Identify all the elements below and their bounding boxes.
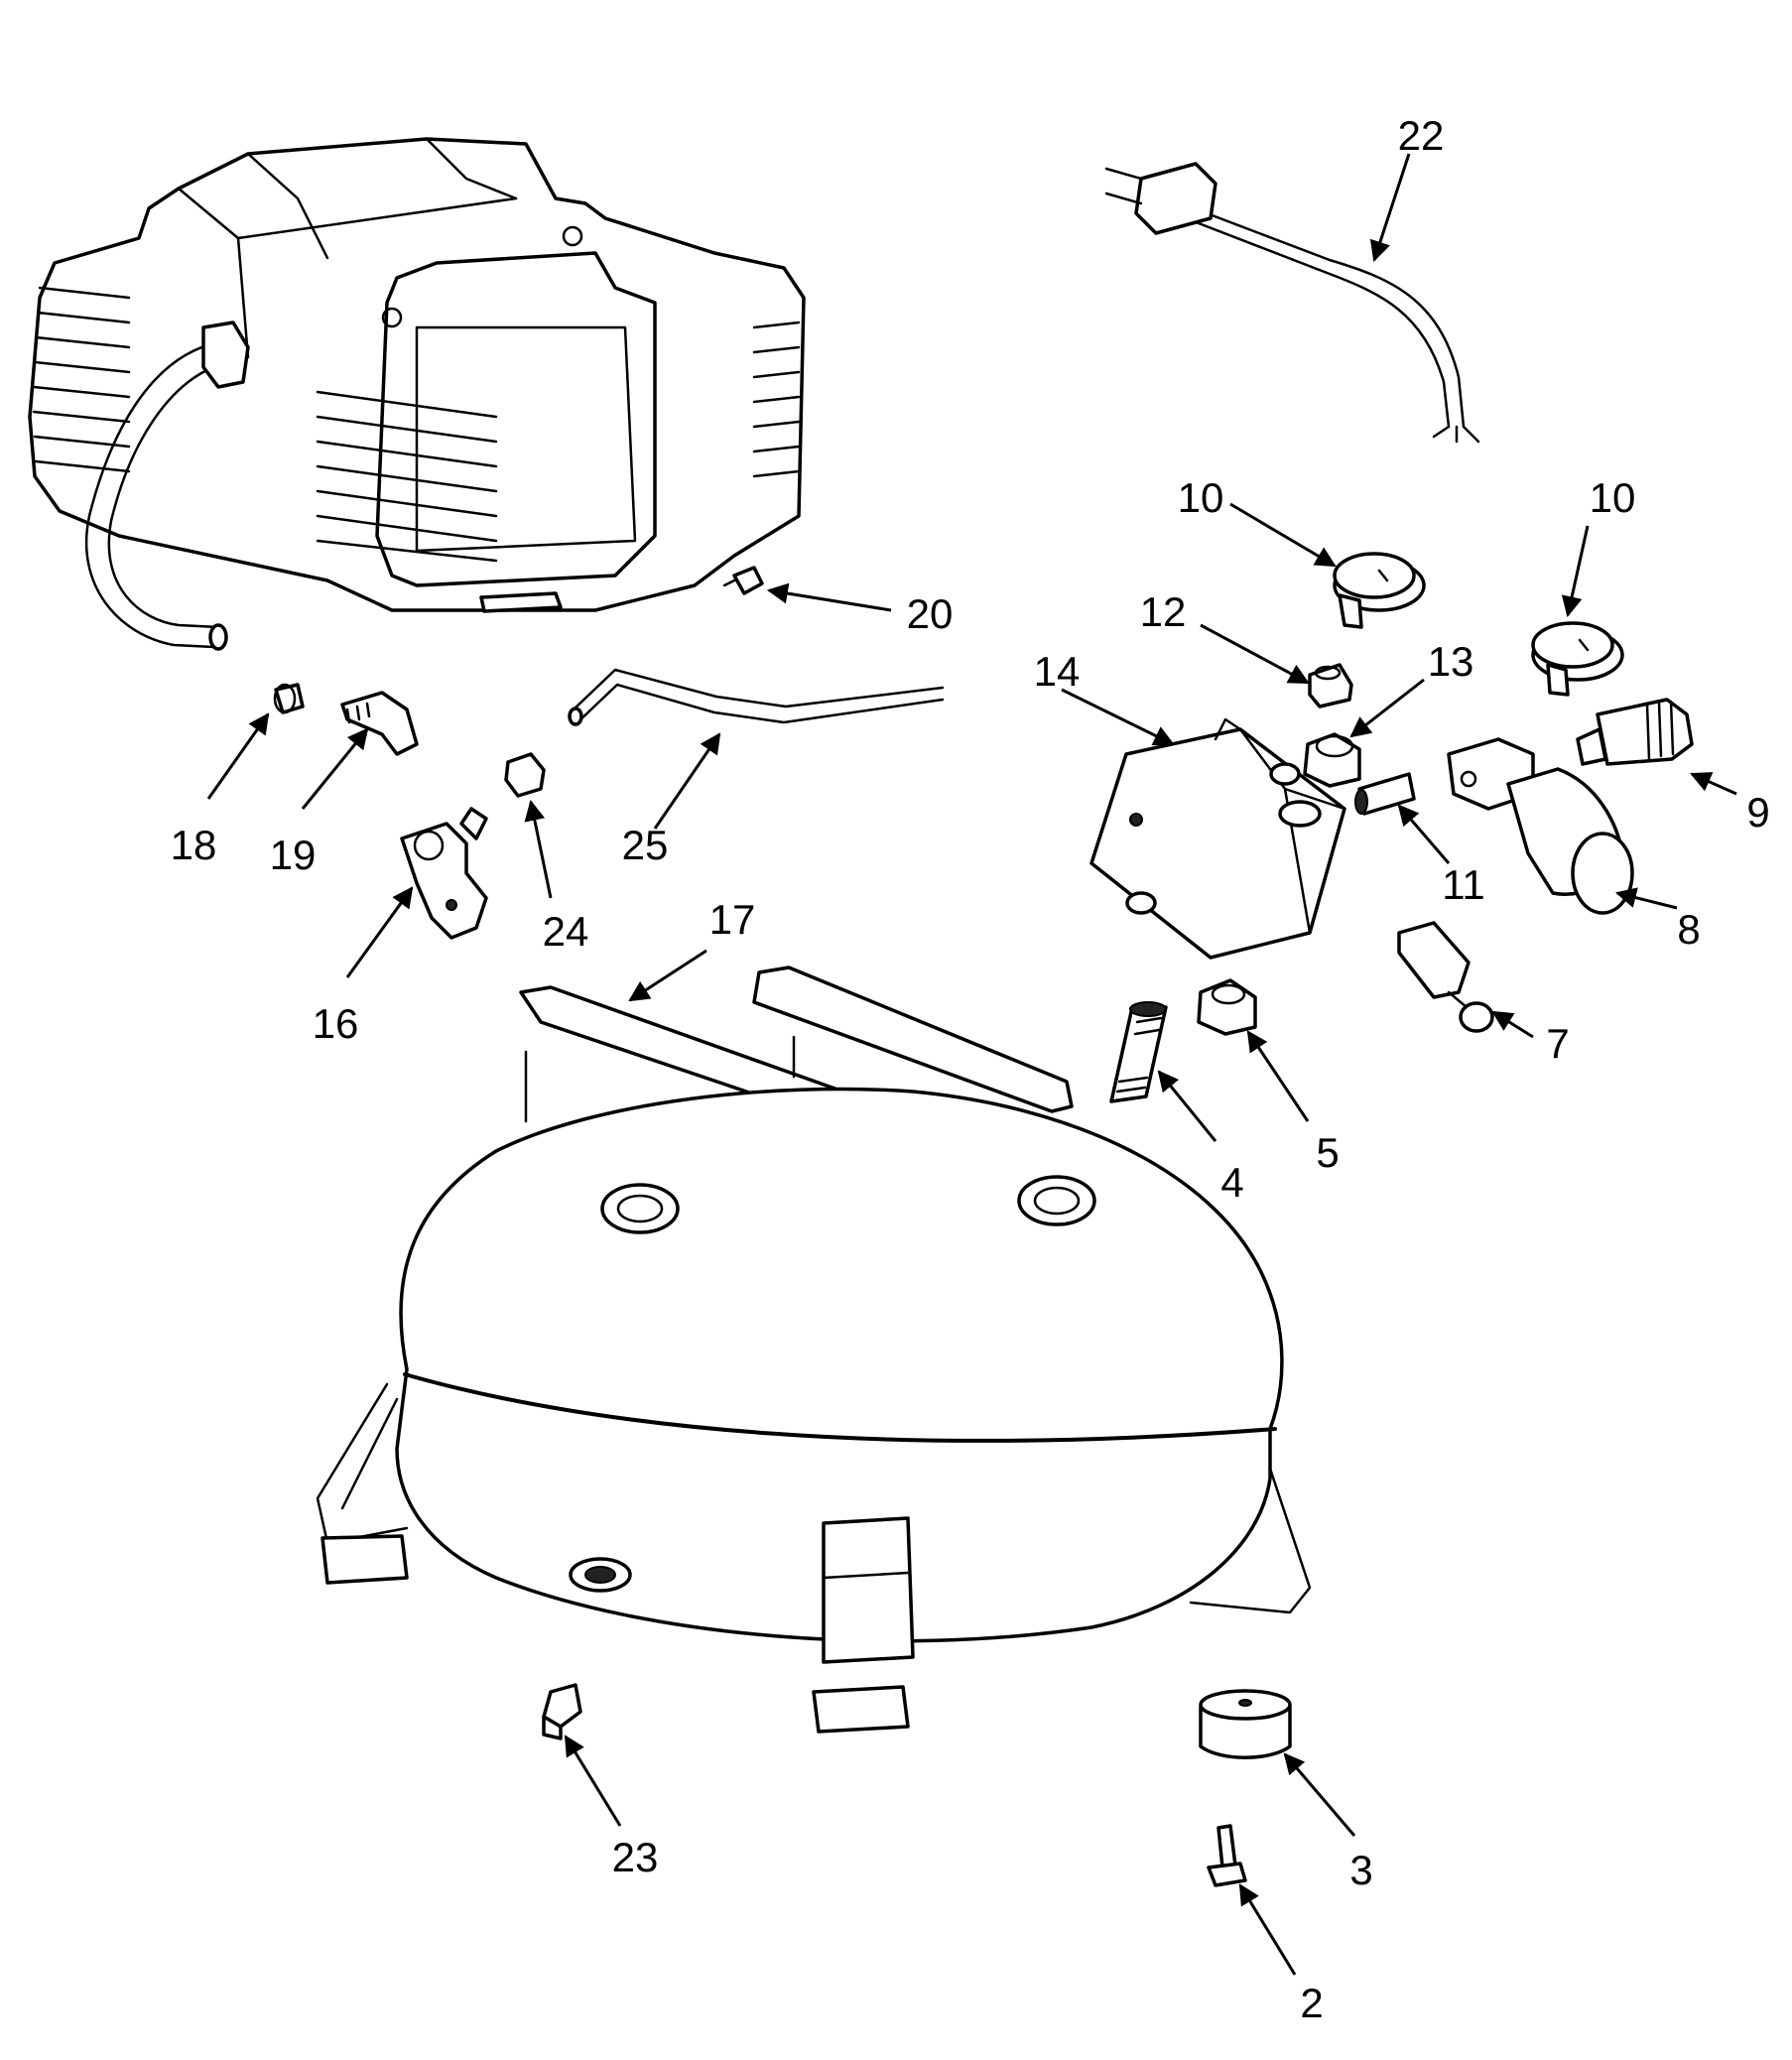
nipple-4 bbox=[1109, 1001, 1168, 1103]
regulator-8 bbox=[1447, 737, 1634, 915]
callout-19: 19 bbox=[270, 727, 369, 878]
callout-9: 9 bbox=[1690, 772, 1770, 836]
callout-label: 25 bbox=[622, 822, 669, 868]
bolt-2 bbox=[1207, 1824, 1247, 1887]
callout-label: 5 bbox=[1316, 1129, 1339, 1176]
drain-valve-23 bbox=[542, 1683, 582, 1740]
callout-18: 18 bbox=[171, 712, 270, 868]
bushing-12 bbox=[1308, 663, 1353, 708]
screw-20 bbox=[722, 566, 764, 595]
pressure-switch-14 bbox=[1089, 717, 1346, 960]
fitting-13 bbox=[1303, 732, 1361, 788]
rubber-foot-3 bbox=[1199, 1689, 1292, 1759]
callout-label: 3 bbox=[1349, 1847, 1372, 1893]
callout-label: 20 bbox=[907, 590, 954, 637]
callout-label: 10 bbox=[1590, 474, 1636, 521]
callout-label: 10 bbox=[1178, 474, 1224, 521]
callout-7: 7 bbox=[1491, 1010, 1570, 1067]
callout-12: 12 bbox=[1140, 588, 1310, 685]
outlet-tube-25 bbox=[568, 668, 945, 726]
nipple-11 bbox=[1354, 772, 1416, 816]
callout-8: 8 bbox=[1614, 887, 1701, 953]
callout-label: 18 bbox=[171, 822, 217, 868]
callout-10-left: 10 bbox=[1178, 474, 1337, 568]
callout-22: 22 bbox=[1369, 112, 1445, 262]
callout-label: 13 bbox=[1428, 638, 1474, 685]
callout-label: 19 bbox=[270, 832, 317, 878]
callout-label: 17 bbox=[709, 896, 756, 943]
callout-11: 11 bbox=[1397, 804, 1485, 908]
callout-label: 16 bbox=[313, 1000, 359, 1047]
callout-label: 14 bbox=[1034, 648, 1081, 695]
callout-label: 11 bbox=[1442, 861, 1485, 908]
callout-label: 9 bbox=[1746, 789, 1769, 836]
callout-24: 24 bbox=[524, 799, 589, 955]
callout-label: 23 bbox=[612, 1834, 659, 1880]
power-cord bbox=[1104, 162, 1480, 444]
pressure-gauge-left bbox=[1333, 552, 1426, 629]
quick-coupler-9 bbox=[1576, 698, 1694, 766]
check-valve-16 bbox=[400, 807, 488, 940]
callout-5: 5 bbox=[1246, 1030, 1340, 1176]
callout-16: 16 bbox=[313, 886, 414, 1047]
callout-10-right: 10 bbox=[1561, 474, 1636, 618]
callout-label: 24 bbox=[543, 908, 589, 955]
callout-label: 2 bbox=[1300, 1980, 1323, 2026]
nut-24 bbox=[504, 752, 546, 798]
pressure-gauge-right bbox=[1531, 621, 1624, 697]
fitting-5 bbox=[1197, 978, 1257, 1036]
callout-3: 3 bbox=[1283, 1752, 1373, 1893]
callout-17: 17 bbox=[628, 896, 756, 1002]
callout-label: 8 bbox=[1677, 906, 1700, 953]
callout-25: 25 bbox=[622, 732, 721, 868]
air-tank bbox=[316, 966, 1312, 1734]
callout-label: 12 bbox=[1140, 588, 1187, 635]
callout-14: 14 bbox=[1034, 648, 1175, 746]
callout-label: 22 bbox=[1398, 112, 1445, 159]
compression-nut-18 bbox=[273, 683, 305, 714]
callout-20: 20 bbox=[766, 582, 954, 637]
callout-13: 13 bbox=[1349, 638, 1474, 738]
callout-label: 7 bbox=[1546, 1020, 1569, 1067]
callout-23: 23 bbox=[564, 1735, 659, 1880]
safety-valve-7 bbox=[1397, 921, 1494, 1033]
callout-label: 4 bbox=[1220, 1159, 1243, 1206]
callout-2: 2 bbox=[1238, 1883, 1324, 2026]
pump-motor-assembly bbox=[28, 137, 806, 651]
elbow-fitting-19 bbox=[340, 691, 419, 756]
callout-4: 4 bbox=[1157, 1070, 1244, 1206]
